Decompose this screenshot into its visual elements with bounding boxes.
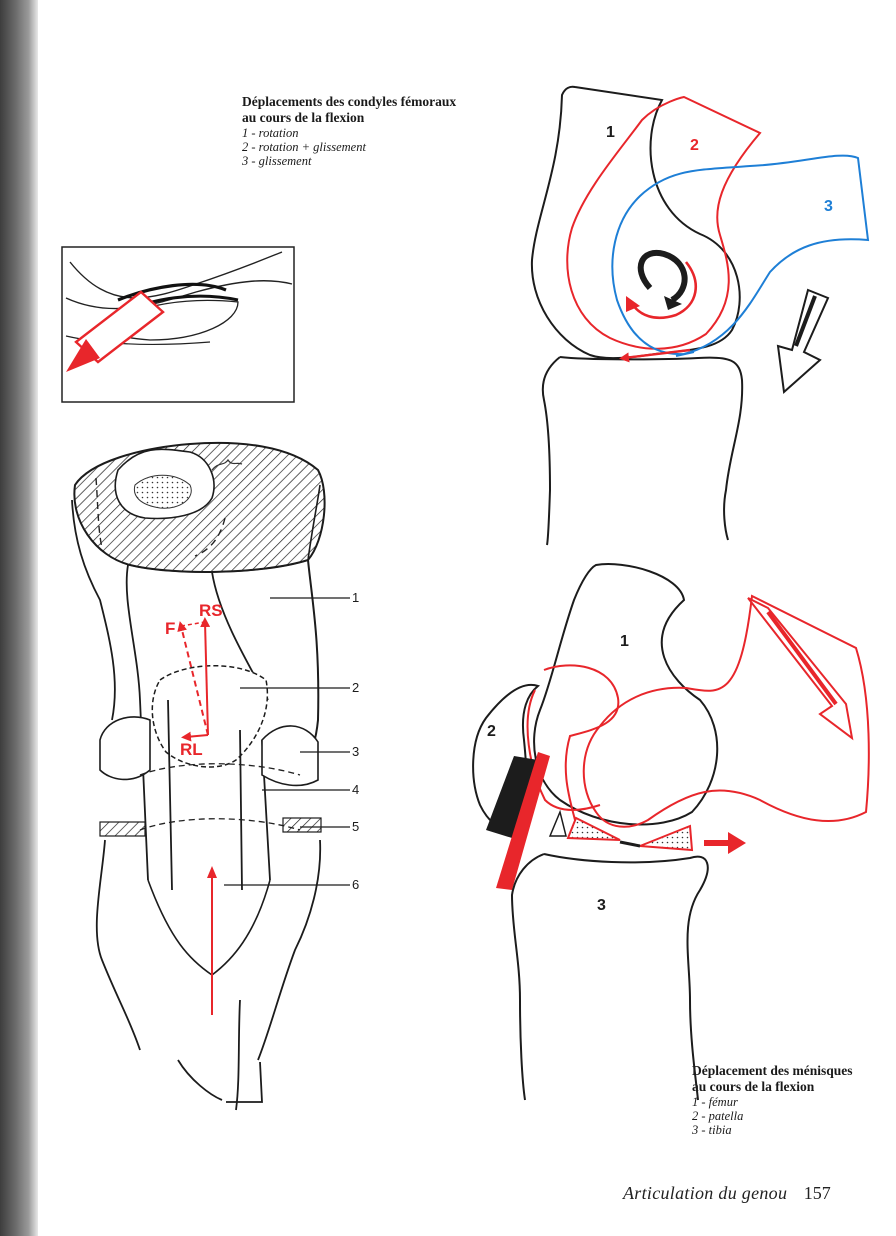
rotation-arrow-icon: [641, 253, 685, 300]
meniscus-label-3: 3: [597, 897, 606, 914]
callout-5: 5: [352, 819, 359, 834]
meniscus-label-2: 2: [487, 723, 496, 740]
patella-glide-inset: [62, 247, 294, 402]
callout-4: 4: [352, 782, 359, 797]
callout-3: 3: [352, 744, 359, 759]
force-label-f: F: [165, 619, 175, 638]
glide-arrow-icon: [728, 832, 746, 854]
condyle-label-3: 3: [824, 198, 833, 215]
meniscus-label-1: 1: [620, 633, 629, 650]
flexion-arrow-icon: [778, 290, 828, 392]
callout-6: 6: [352, 877, 359, 892]
condyle-label-1: 1: [606, 124, 615, 141]
force-label-rl: RL: [180, 740, 203, 759]
condyle-rotation-figure: 1 2 3: [532, 87, 868, 545]
anterior-knee-view: F RS RL 1 2 3 4 5 6: [72, 443, 359, 1110]
force-label-rs: RS: [199, 601, 223, 620]
callout-1: 1: [352, 590, 359, 605]
callout-2: 2: [352, 680, 359, 695]
condyle-label-2: 2: [690, 137, 699, 154]
meniscus-figure: 1 2 3: [473, 564, 869, 1100]
